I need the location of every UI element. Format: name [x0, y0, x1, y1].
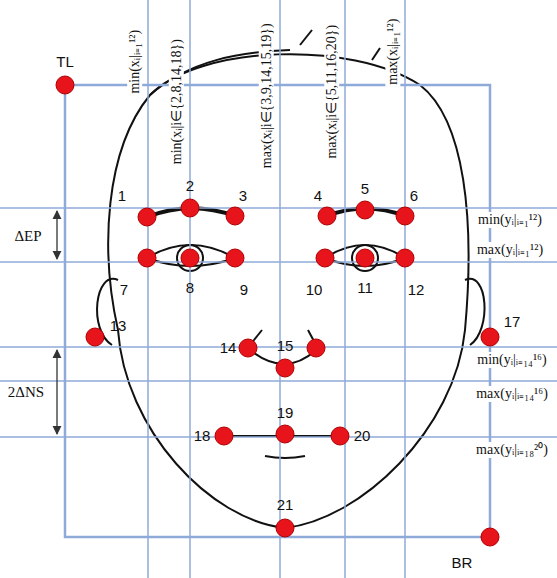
guide-line [279, 0, 281, 578]
landmark-dot [226, 207, 244, 225]
corner-label: TL [54, 54, 76, 71]
callout-number: 15 [275, 338, 296, 355]
dimension-label: 2ΔNS [6, 384, 46, 401]
landmark-dot [356, 249, 374, 267]
landmark-dot [56, 76, 499, 546]
bound-formula: min(xᵢ|i∈{2,8,14,18}) [169, 37, 184, 166]
bound-formula: max(yᵢ|ᵢ₌₁¹²) [475, 242, 545, 257]
bound-formula: min(yᵢ|ᵢ₌₁₄¹⁶) [475, 352, 548, 367]
callout-number: 14 [218, 340, 239, 357]
bound-formula: min(xᵢ|ᵢ₌₁¹²) [127, 28, 142, 96]
landmark-dot [181, 199, 199, 217]
eye [147, 245, 405, 271]
guide-line [0, 261, 557, 263]
landmark-dot [396, 249, 414, 267]
callout-number: 12 [406, 282, 427, 299]
eye [325, 245, 405, 266]
mouth [265, 456, 305, 458]
callout-number: 8 [184, 280, 196, 297]
landmark-dot [276, 359, 294, 377]
callout-number: 18 [192, 428, 213, 445]
landmark-dot [239, 339, 257, 357]
landmark-dot [86, 328, 104, 346]
corner-label: BR [450, 555, 475, 572]
callout-number: 3 [237, 188, 249, 205]
landmark-dot [226, 249, 244, 267]
landmark-dot [481, 528, 499, 546]
guide-line [344, 0, 346, 578]
face-outline [372, 48, 380, 60]
landmark-dot [318, 207, 336, 225]
landmark-dot [481, 328, 499, 346]
dimension-arrow [56, 350, 57, 434]
landmark-dot [276, 425, 294, 443]
guide-line [0, 380, 557, 382]
landmark-dot [138, 208, 156, 226]
dimension-label: ΔEP [12, 228, 43, 245]
guide-line [0, 207, 557, 209]
eye [147, 245, 235, 266]
landmark-dot [307, 339, 325, 357]
callout-number: 6 [408, 188, 420, 205]
callout-number: 19 [275, 405, 296, 422]
landmark-dot [396, 207, 414, 225]
landmark-dot [138, 249, 156, 267]
bound-formula: min(yᵢ|ᵢ₌₁¹²) [476, 212, 544, 227]
callout-number: 13 [108, 318, 129, 335]
callout-number: 21 [275, 497, 296, 514]
guide-line [404, 0, 406, 578]
callout-number: 11 [355, 280, 375, 297]
face-outline [97, 30, 485, 528]
bound-formula: max(yᵢ|ᵢ₌₁₈²⁰) [474, 442, 550, 457]
eye [352, 245, 378, 271]
landmark-dot [56, 76, 74, 94]
callout-number: 10 [304, 282, 325, 299]
landmark-dot [276, 519, 294, 537]
guide-line [147, 0, 149, 578]
bound-formula: max(xᵢ|i∈{3,9,14,15,19}) [258, 22, 273, 171]
bound-formula: max(xᵢ|i∈{5,11,16,20}) [324, 23, 339, 161]
callout-number: 20 [352, 428, 373, 445]
face-outline [300, 30, 312, 45]
landmark-dot [316, 249, 334, 267]
callout-number: 17 [502, 314, 523, 331]
callout-number: 2 [184, 178, 196, 195]
dimension-arrow [56, 211, 57, 259]
callout-number: 9 [238, 282, 250, 299]
dimension-arrow [56, 211, 57, 434]
landmark-dot [356, 201, 374, 219]
eye [177, 245, 203, 271]
callout-number: 4 [312, 188, 324, 205]
bound-formula: max(yᵢ|ᵢ₌₁₄¹⁶) [474, 386, 550, 401]
landmark-dot [181, 249, 199, 267]
callout-number: 7 [118, 282, 130, 299]
callout-number: 5 [359, 181, 371, 198]
callout-number: 1 [116, 188, 128, 205]
face-outline [108, 54, 468, 528]
bound-formula: max(xᵢ|ᵢ₌₁¹²) [385, 17, 400, 87]
landmark-dot [331, 427, 349, 445]
bounding-box [65, 85, 490, 537]
landmark-dot [215, 427, 233, 445]
